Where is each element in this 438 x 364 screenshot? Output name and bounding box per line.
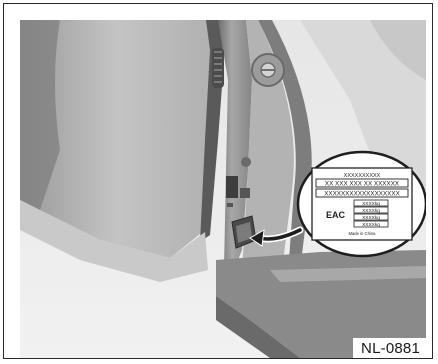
plate-header: XXXXXXXXXX xyxy=(344,173,381,179)
eac-mark: EAC xyxy=(326,210,346,220)
plate-footer: Made in China xyxy=(348,231,376,236)
plate-weight-3: XXXXkg xyxy=(362,215,380,221)
door-pillar-illustration: XXXXXXXXXX XX XXX XXX XX XXXXXX XXXXXXXX… xyxy=(20,20,426,358)
figure-frame: XXXXXXXXXX XX XXX XXX XX XXXXXX XXXXXXXX… xyxy=(3,3,433,359)
door-striker xyxy=(252,54,284,86)
plate-weight-4: XXXXkg xyxy=(362,222,380,228)
door-check-spring xyxy=(212,48,224,88)
plate-weight-2: XXXXkg xyxy=(362,208,380,214)
plate-line-1: XX XXX XXX XX XXXXXX xyxy=(325,181,400,188)
plate-callout: XXXXXXXXXX XX XXX XXX XX XXXXXX XXXXXXXX… xyxy=(298,152,426,256)
plate-line-2: XXXXXXXXXXXXXXXXXX xyxy=(324,191,400,198)
figure-code: NL-0881 xyxy=(353,338,426,358)
plate-weight-1: XXXXkg xyxy=(362,201,380,207)
